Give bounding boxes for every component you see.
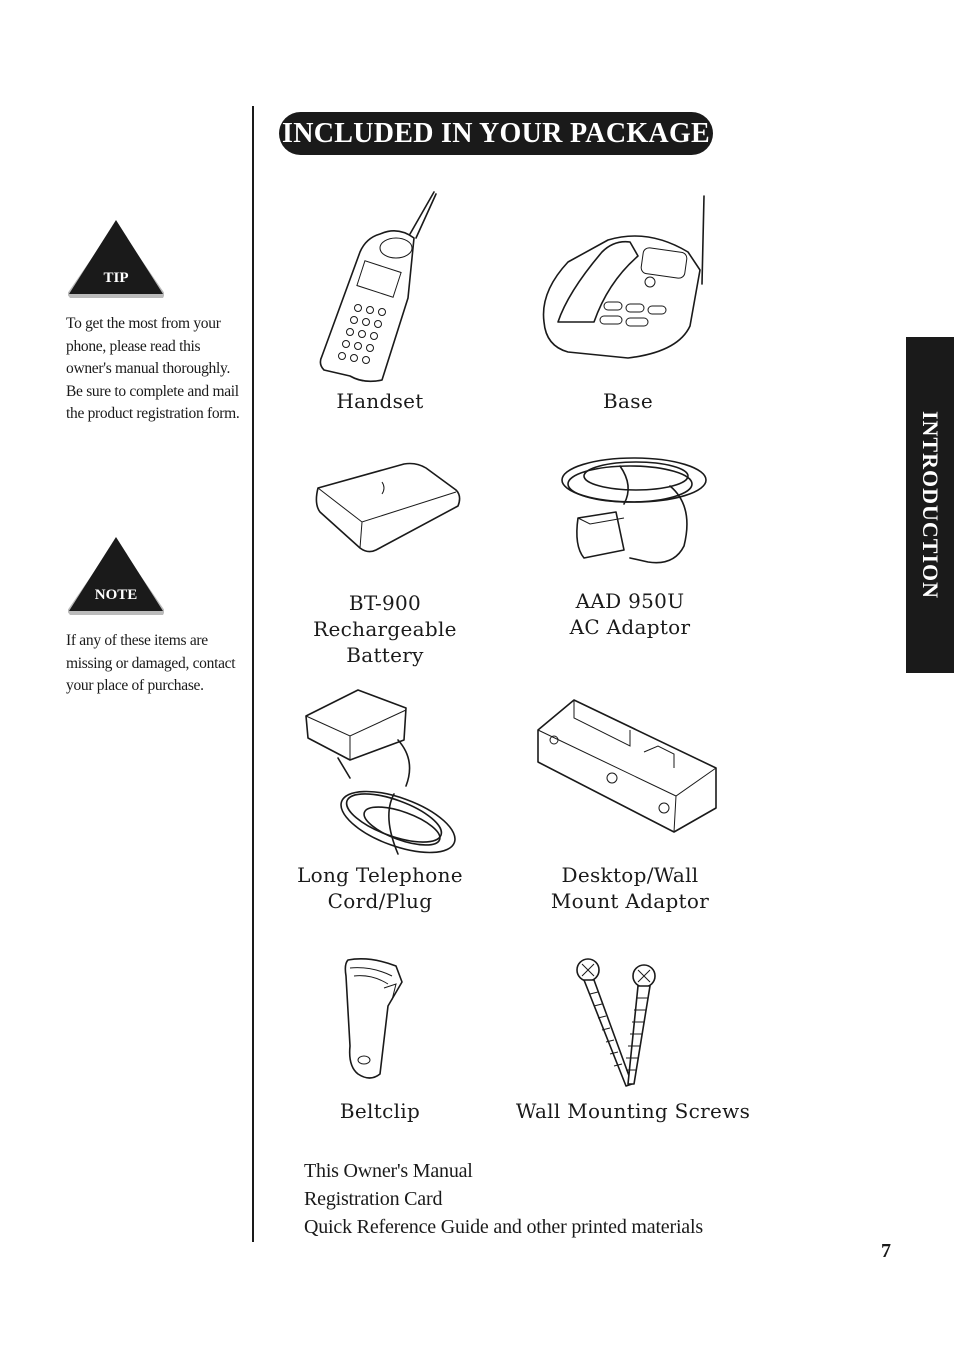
beltclip-illustration (344, 958, 403, 1079)
ac-adaptor-caption-model: AAD 950U (575, 589, 685, 613)
tip-label: TIP (103, 270, 129, 286)
telephone-cord-illustration (305, 689, 456, 855)
note-badge: NOTE (67, 537, 165, 615)
telephone-cord-caption-line2: Cord/Plug (327, 889, 433, 913)
printed-material-quick-reference: Quick Reference Guide and other printed … (304, 1216, 703, 1238)
tip-badge: TIP (67, 220, 165, 298)
mount-adaptor-illustration (537, 699, 717, 833)
note-label: NOTE (94, 587, 138, 603)
note-text: If any of these items are missing or dam… (66, 632, 236, 694)
section-tab: INTRODUCTION (906, 337, 954, 673)
ac-adaptor-caption-desc: AC Adaptor (569, 615, 691, 639)
base-caption: Base (603, 389, 653, 413)
ac-adaptor-illustration (561, 457, 707, 564)
tip-text: To get the most from your phone, please … (66, 315, 240, 422)
screws-illustration (576, 958, 656, 1087)
beltclip-caption: Beltclip (339, 1099, 421, 1123)
tip-triangle-icon (67, 220, 165, 298)
printed-material-registration: Registration Card (304, 1188, 443, 1210)
battery-caption-desc: Rechargeable Battery (313, 617, 457, 667)
page-number: 7 (881, 1240, 891, 1262)
screws-caption: Wall Mounting Screws (515, 1099, 751, 1123)
handset-illustration (319, 191, 437, 383)
page-title: INCLUDED IN YOUR PACKAGE (279, 112, 713, 155)
handset-caption: Handset (336, 389, 424, 413)
printed-material-manual: This Owner's Manual (304, 1160, 473, 1182)
base-illustration (542, 195, 705, 359)
telephone-cord-caption-line1: Long Telephone (297, 863, 463, 887)
column-divider (252, 106, 254, 1242)
mount-adaptor-caption-line2: Mount Adaptor (550, 889, 710, 913)
mount-adaptor-caption-line1: Desktop/Wall (561, 863, 699, 887)
section-tab-label: INTRODUCTION (918, 410, 943, 600)
battery-caption-model: BT-900 (348, 591, 422, 615)
battery-illustration (315, 462, 461, 553)
note-triangle-icon (67, 537, 165, 615)
